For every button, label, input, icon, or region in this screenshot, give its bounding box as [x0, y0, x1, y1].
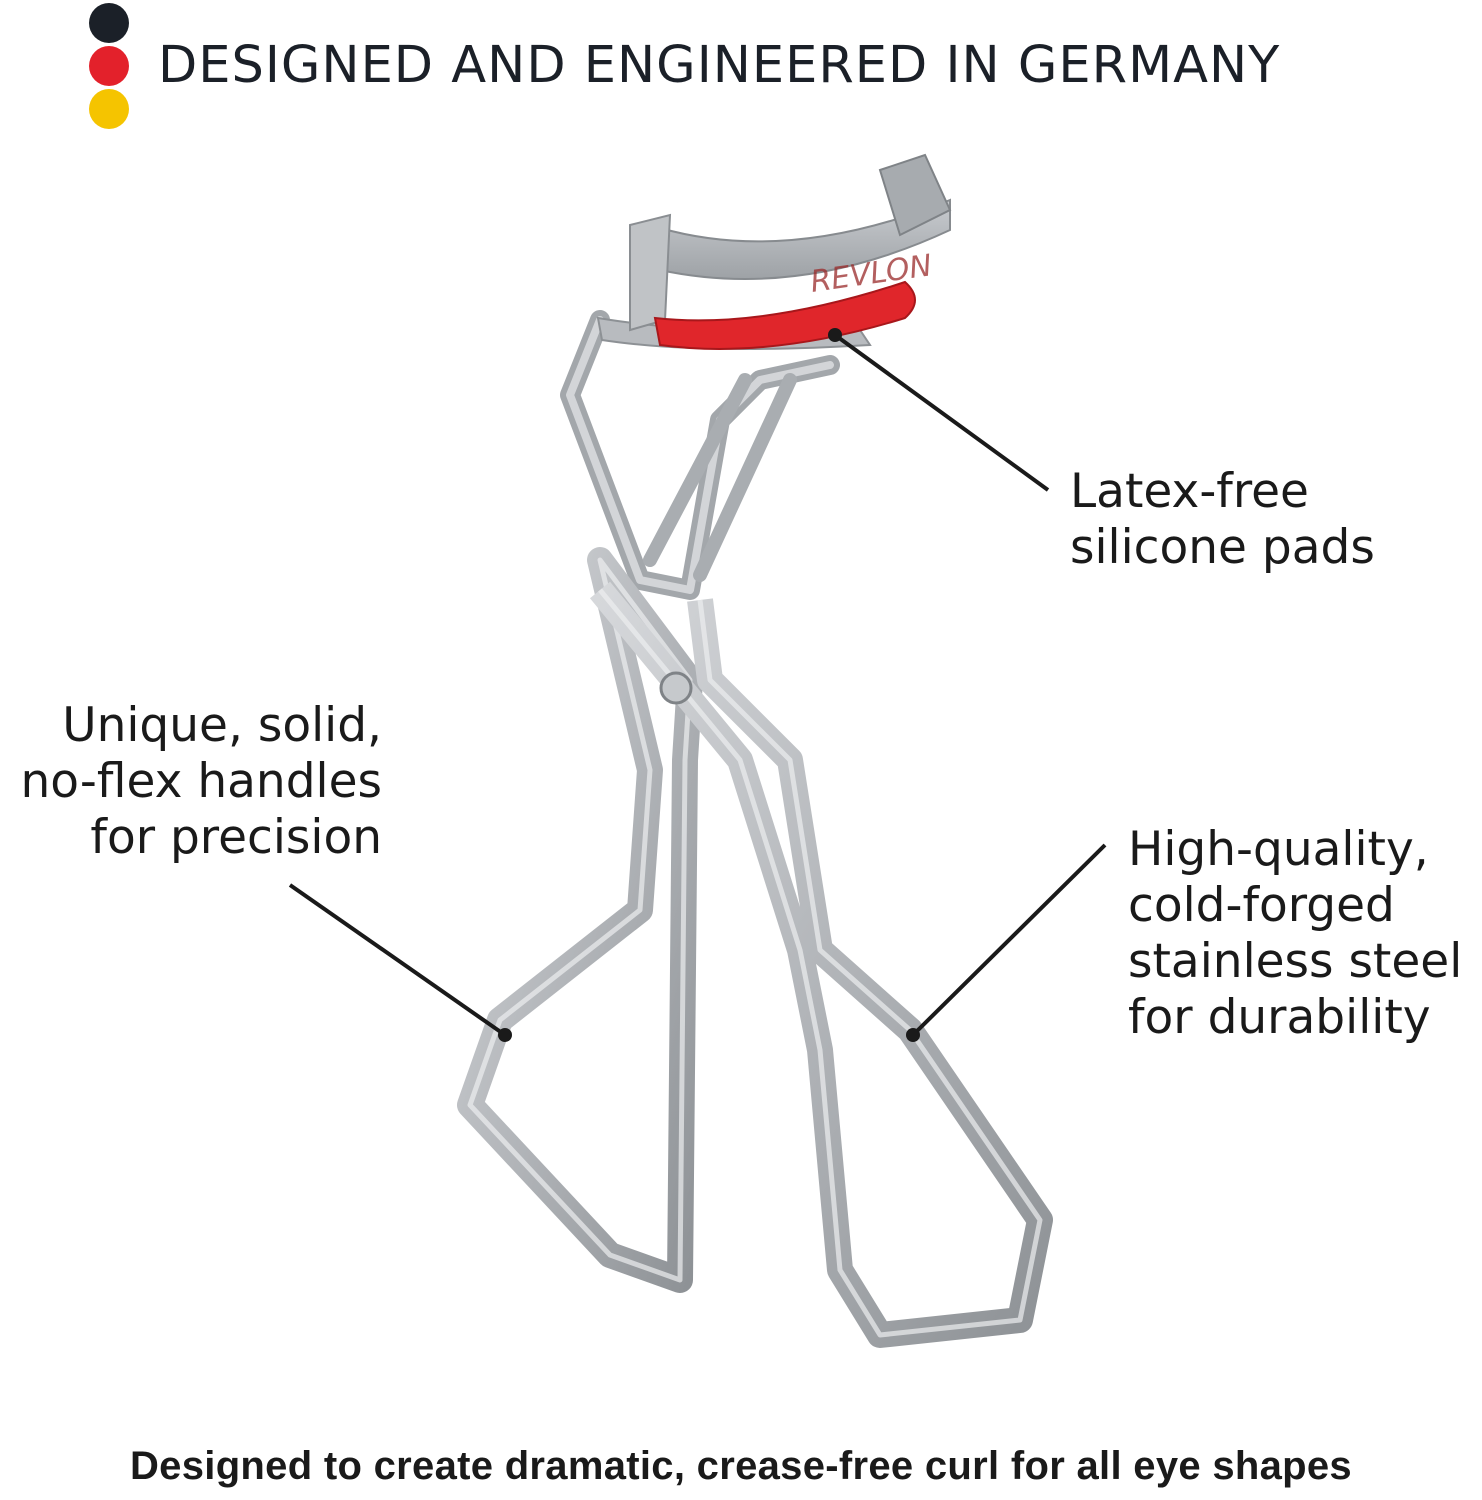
- callout-line: stainless steel: [1128, 934, 1463, 989]
- callout-handles: Unique, solid, no-flex handles for preci…: [21, 698, 383, 866]
- callout-line: silicone pads: [1070, 520, 1375, 575]
- silicone-pad: [653, 280, 916, 350]
- callout-silicone-pads: Latex-free silicone pads: [1070, 464, 1375, 576]
- flag-dot-black: [89, 3, 129, 43]
- pivot-rivet: [659, 671, 693, 705]
- curler-top-band: REVLON: [629, 153, 952, 332]
- callout-leaders: [288, 328, 1107, 1042]
- right-handle: [589, 581, 1053, 1348]
- callout-line: for durability: [1128, 990, 1431, 1045]
- header: DESIGNED AND ENGINEERED IN GERMANY: [0, 0, 1482, 140]
- callout-line: cold-forged: [1128, 878, 1395, 933]
- flag-dot-red: [89, 46, 129, 86]
- curler-frame: [560, 310, 872, 600]
- callout-line: for precision: [90, 810, 382, 865]
- callout-line: High-quality,: [1128, 822, 1429, 877]
- callout-line: Latex-free: [1070, 464, 1309, 519]
- left-handle: [457, 547, 703, 1293]
- headline: DESIGNED AND ENGINEERED IN GERMANY: [158, 36, 1281, 95]
- flag-dot-gold: [89, 89, 129, 129]
- callout-line: no-flex handles: [20, 754, 383, 809]
- callout-stainless-steel: High-quality, cold-forged stainless stee…: [1128, 822, 1462, 1046]
- callout-line: Unique, solid,: [62, 698, 382, 753]
- footer-tagline: Designed to create dramatic, crease-free…: [130, 1444, 1352, 1488]
